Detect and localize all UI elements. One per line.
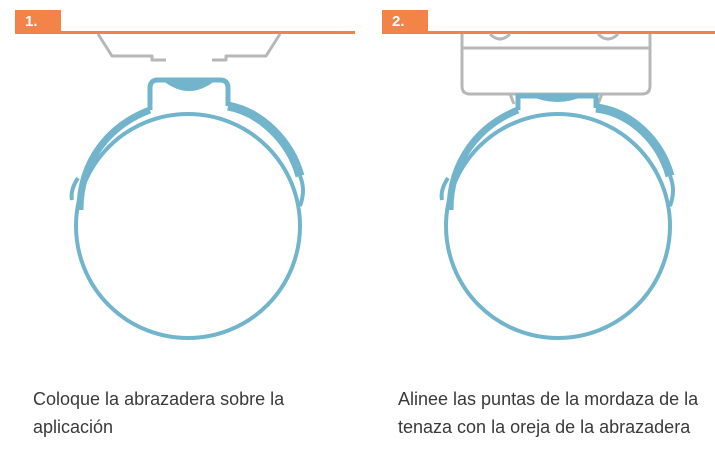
step-2-number-badge: 2. [382,10,428,34]
step-2-header-bar [382,31,715,34]
clamp-ring [69,77,305,340]
step-1-number-badge: 1. [15,10,61,34]
pincer-tool [460,32,652,105]
step-2-illustration [439,32,675,340]
clamp-ring [439,93,675,340]
step-2-panel: 2. Alinee las puntas de la mordaza de la… [370,0,715,474]
step-1-panel: 1. Coloque la abrazadera sobre la aplica… [0,0,355,474]
step-1-caption: Coloque la abrazadera sobre la aplicació… [33,389,285,437]
clamp-ear [162,80,216,91]
step-2-caption: Alinee las puntas de la mordaza de la te… [398,389,699,437]
clamp-ear [530,96,584,102]
step-1-header-bar [15,31,355,34]
pincer-jaws [96,33,282,62]
step-1-illustration [69,33,305,340]
